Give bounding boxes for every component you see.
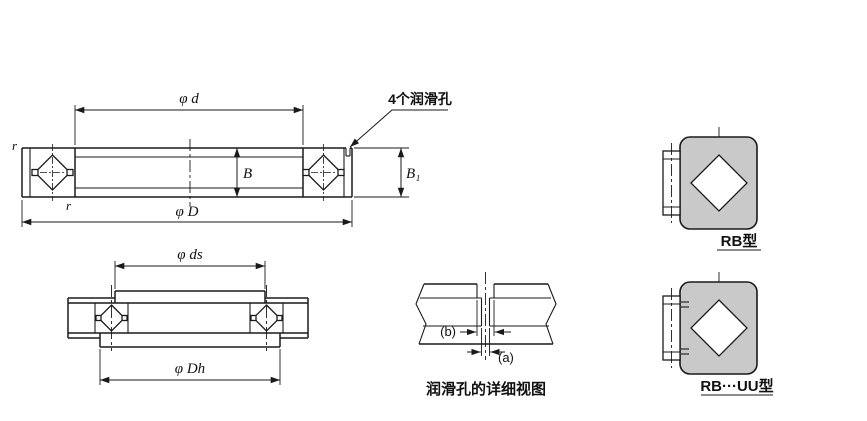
lubrication-hole-detail-view: (b) (a) 润滑孔的详细视图	[415, 272, 557, 398]
mounting-right-roller	[250, 285, 283, 351]
rb-type-caption: RB型	[721, 232, 758, 250]
left-roller-section	[31, 144, 74, 201]
bearing-cross-section-view: φ d φ D B B₁ r r 4个润滑孔	[12, 91, 452, 227]
seal-marks	[681, 301, 689, 355]
dim-label-a: (a)	[498, 350, 514, 365]
dimension-a: (a)	[467, 328, 514, 365]
lubrication-hole	[345, 148, 351, 157]
lube-holes-callout: 4个润滑孔	[349, 91, 452, 148]
bearing-body-outline	[21, 147, 353, 198]
dim-label-b: (b)	[440, 324, 456, 339]
detail-ring-section	[415, 272, 557, 360]
rb-uu-type-caption: RB···UU型	[700, 377, 773, 395]
fillet-label-inner: r	[66, 198, 72, 213]
dimension-width-B1: B₁	[354, 147, 420, 198]
dimension-housing-bore: φ Dh	[99, 349, 281, 385]
mounting-left-roller	[95, 285, 128, 351]
dimension-width-B: B	[233, 148, 252, 197]
rb-type-section-view: RB型	[662, 127, 761, 251]
dim-label-width1: B₁	[406, 166, 420, 182]
dim-label-outer: φ D	[176, 204, 199, 220]
right-roller-section	[302, 144, 345, 201]
dimension-shaft-seat: φ ds	[114, 247, 266, 289]
dim-label-bore: φ d	[179, 91, 199, 107]
lube-holes-note: 4个润滑孔	[388, 91, 452, 107]
dim-label-width: B	[243, 166, 252, 182]
mounting-outline	[67, 290, 309, 348]
dimension-bore-d: φ d	[74, 91, 304, 145]
mounting-cross-section-view: φ ds φ Dh	[67, 247, 309, 385]
dim-label-housing-bore: φ Dh	[175, 361, 205, 377]
dimension-b: (b)	[440, 300, 511, 339]
rb-uu-type-section-view: RB···UU型	[662, 272, 774, 396]
dim-label-shaft-seat: φ ds	[177, 247, 203, 263]
detail-view-caption: 润滑孔的详细视图	[426, 380, 546, 398]
dimension-outer-D: φ D	[21, 200, 353, 227]
fillet-label-left: r	[12, 138, 18, 153]
